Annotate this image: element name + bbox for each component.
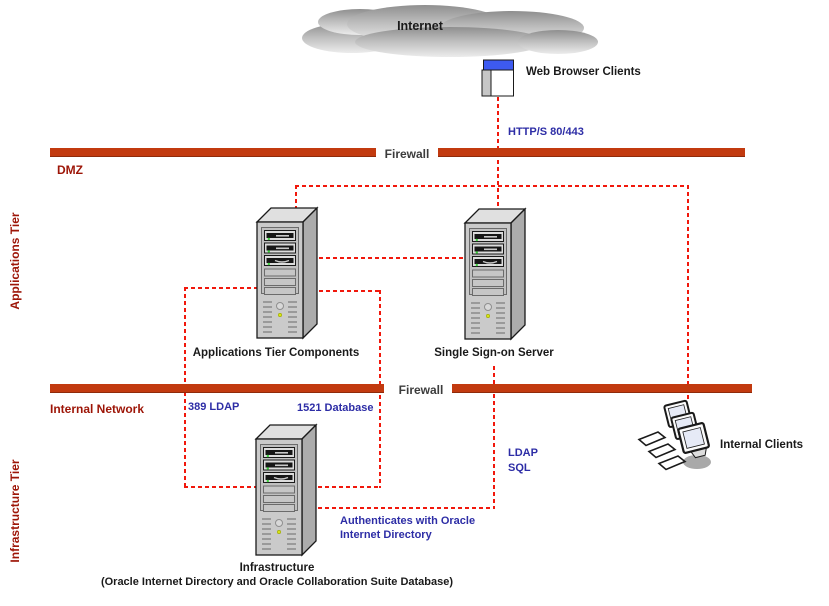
connector-infra-right-horizontal (318, 486, 381, 488)
keyboard-icon (637, 431, 687, 471)
infrastructure-server-sublabel: (Oracle Internet Directory and Oracle Co… (100, 576, 454, 588)
infrastructure-server-label: Infrastructure (239, 562, 315, 574)
internet-label: Internet (397, 19, 443, 33)
ldap-389-port-label: 389 LDAP (188, 401, 240, 413)
connector-app-right-horizontal (319, 290, 381, 292)
firewall-top-bar-right (438, 148, 745, 157)
internet-cloud-icon (302, 5, 598, 57)
sso-server-icon (463, 207, 527, 343)
infrastructure-server-icon (254, 423, 318, 559)
db-1521-port-label: 1521 Database (297, 402, 374, 414)
infrastructure-tier-label: Infrastructure Tier (8, 459, 22, 563)
app-server-icon (255, 206, 319, 342)
monitor-icon (663, 399, 710, 459)
firewall-bottom-bar-right (452, 384, 752, 393)
applications-tier-label: Applications Tier (8, 212, 22, 310)
authenticates-label-line2: Internet Directory (340, 529, 432, 541)
connector-app-left-horizontal (184, 287, 257, 289)
firewall-bottom-bar-left (50, 384, 384, 393)
connector-sso-ldap-sql-vertical (493, 366, 495, 509)
connector-infra-left-horizontal (184, 486, 256, 488)
connector-dmz-horizontal (295, 185, 688, 187)
connector-to-app-server (295, 185, 297, 212)
app-server-label: Applications Tier Components (192, 347, 360, 359)
http-port-label: HTTP/S 80/443 (508, 126, 584, 138)
sql-protocol-label: SQL (508, 462, 531, 474)
dmz-label: DMZ (57, 163, 83, 177)
internal-clients-icon (637, 399, 711, 471)
connector-to-internal-clients (687, 185, 689, 402)
internal-network-label: Internal Network (50, 402, 145, 416)
firewall-bottom-label: Firewall (398, 383, 444, 397)
firewall-top-bar-left (50, 148, 376, 157)
connector-auth-horizontal (318, 507, 494, 509)
internal-clients-label: Internal Clients (720, 439, 804, 451)
sso-server-label: Single Sign-on Server (434, 347, 554, 359)
ldap-protocol-label: LDAP (508, 447, 538, 459)
connector-app-to-sso (319, 257, 465, 259)
web-browser-clients-label: Web Browser Clients (526, 66, 641, 78)
firewall-top-label: Firewall (384, 147, 430, 161)
web-browser-icon (481, 59, 514, 97)
authenticates-label-line1: Authenticates with Oracle (340, 515, 476, 527)
